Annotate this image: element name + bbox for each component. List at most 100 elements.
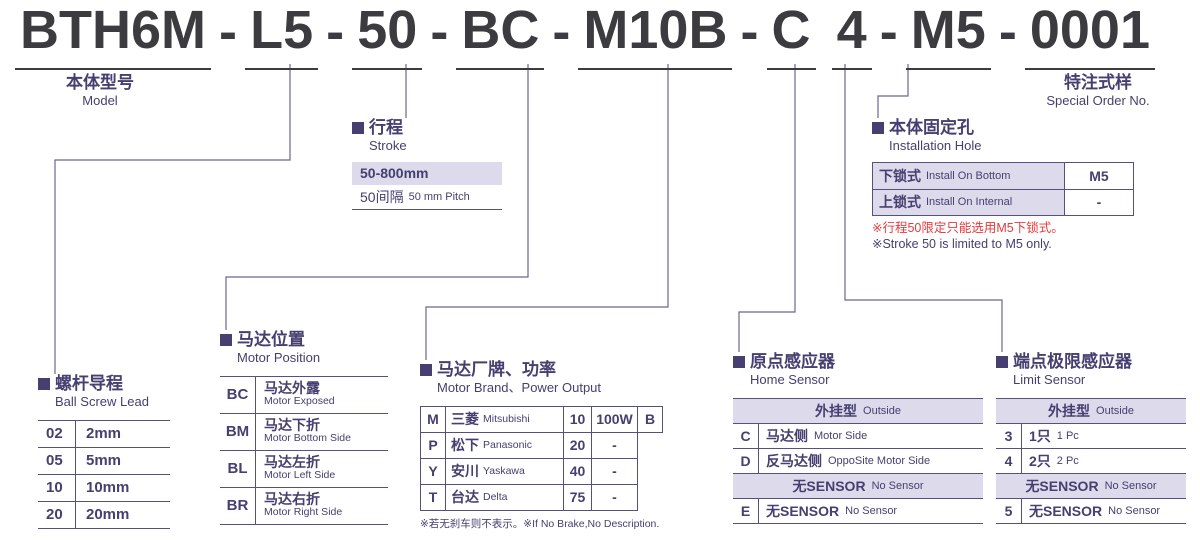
home-sensor-table: 外挂型 Outside C 马达侧 Motor Side D 反马达侧 Oppo… [733,397,983,524]
brand-en: Delta [483,491,508,504]
table-group-header: 无SENSOR No Sensor [996,473,1186,499]
sensor-zh: 2只 [1029,452,1051,469]
power-value: - [592,484,638,511]
group-header-zh: 外挂型 [815,402,858,419]
section-title-en: Motor Brand、Power Output [437,380,602,396]
installation-hole-table: 下锁式 Install On Bottom M5 上锁式 Install On … [872,161,1134,216]
lead-code: 10 [38,474,76,501]
section-title-zh: 端点极限感应器 [1013,352,1132,371]
model-label-zh: 本体型号 [66,73,134,92]
lead-value: 2mm [86,425,122,443]
code-separator: - [998,2,1017,62]
code-segment-stroke: 50 [352,0,423,71]
table-row: BR 马达右折 Motor Right Side [220,487,388,525]
section-installation-hole: 本体固定孔 Installation Hole 下锁式 Install On B… [872,118,1138,252]
sensor-code: D [733,448,759,473]
group-header-zh: 无SENSOR [792,477,866,494]
brand-zh: 安川 [451,463,479,480]
sensor-code: C [733,423,759,448]
table-row: E 无SENSOR No Sensor [733,498,983,524]
sensor-en: No Sensor [1108,504,1161,517]
special-order-label-en: Special Order No. [1046,93,1150,109]
table-group-header: 外挂型 Outside [996,398,1186,424]
bullet-square-icon [38,378,50,391]
position-zh: 马达左折 [264,453,320,470]
table-row: T 台达 Delta 75 - [421,484,663,511]
brake-code [638,459,663,485]
stroke-pitch-zh: 50间隔 [360,188,404,205]
power-code: 20 [564,432,592,459]
lead-value: 5mm [86,452,122,470]
motor-brand-note: ※若无刹车则不表示。※If No Brake,No Description. [420,517,660,530]
sensor-zh: 无SENSOR [1029,502,1103,519]
lead-value: 20mm [86,506,130,524]
group-header-en: Outside [863,404,901,417]
model-label: 本体型号 Model [15,72,185,109]
brake-code: B [638,406,663,433]
section-motor-position: 马达位置 Motor Position BC 马达外露 Motor Expose… [220,330,395,525]
power-value: 100W [592,406,638,433]
section-title-en: Ball Screw Lead [55,394,149,410]
table-row: 02 2mm [38,420,170,448]
code-separator: - [326,2,345,62]
section-home-sensor: 原点感应器 Home Sensor 外挂型 Outside C 马达侧 Moto… [733,352,985,524]
install-internal-en: Install On Internal [926,196,1013,209]
brand-zh: 台达 [451,489,479,506]
lead-code: 02 [38,420,76,447]
install-bottom-en: Install On Bottom [926,169,1011,182]
bullet-square-icon [352,122,364,135]
code-segment-lead: L5 [245,0,319,71]
sensor-code: 3 [996,423,1022,448]
brand-en: Mitsubishi [483,413,530,426]
code-separator [818,62,830,70]
table-row: Y 安川 Yaskawa 40 - [421,458,663,485]
power-code: 75 [564,484,592,511]
position-code: BC [220,376,256,413]
model-label-en: Model [82,93,118,109]
installation-note-zh: ※行程50限定只能选用M5下锁式。 [872,220,1064,235]
section-motor-brand: 马达厂牌、功率 Motor Brand、Power Output M 三菱 Mi… [420,360,680,531]
bullet-square-icon [420,364,432,377]
ball-screw-lead-table: 02 2mm 05 5mm 10 10mm 20 20mm [38,419,170,529]
section-title-zh: 行程 [369,118,403,137]
power-value: - [592,458,638,485]
section-title-en: Stroke [369,138,407,154]
brake-code [638,485,663,511]
sensor-code: 5 [996,498,1022,523]
section-title-zh: 马达厂牌、功率 [437,360,556,379]
code-segment-model: BTH6M [15,0,211,71]
power-code: 40 [564,458,592,485]
special-order-label-zh: 特注式样 [1064,73,1132,92]
motor-position-table: BC 马达外露 Motor Exposed BM 马达下折 Motor Bott… [220,375,388,525]
install-bottom-zh: 下锁式 [879,167,921,184]
position-en: Motor Left Side [264,469,336,482]
brand-zh: 松下 [451,437,479,454]
section-title-zh: 原点感应器 [750,352,835,371]
lead-code: 05 [38,447,76,474]
brand-code: M [421,406,446,433]
power-code: 10 [564,406,592,433]
code-segment-motor-position: BC [456,0,545,71]
table-row: 20 20mm [38,501,170,529]
table-row: D 反马达侧 OppoSite Motor Side [733,448,983,474]
group-header-zh: 外挂型 [1048,402,1091,419]
table-row: BM 马达下折 Motor Bottom Side [220,413,388,451]
sensor-zh: 1只 [1029,427,1051,444]
bullet-square-icon [220,334,232,347]
code-separator: - [219,2,238,62]
code-separator: - [430,2,449,62]
special-order-label: 特注式样 Special Order No. [1008,72,1188,109]
position-en: Motor Bottom Side [264,432,351,445]
sensor-en: 2 Pc [1056,454,1079,467]
bullet-square-icon [872,122,884,135]
sensor-en: 1 Pc [1056,429,1079,442]
group-header-en: Outside [1096,404,1134,417]
install-internal-zh: 上锁式 [879,194,921,211]
position-zh: 马达外露 [264,379,320,396]
table-row: M 三菱 Mitsubishi 10 100W B [421,406,663,433]
brand-code: Y [421,458,446,485]
table-row: BC 马达外露 Motor Exposed [220,376,388,414]
sensor-code: E [733,498,759,523]
motor-brand-table: M 三菱 Mitsubishi 10 100W B P 松下 Panasonic… [420,405,663,511]
